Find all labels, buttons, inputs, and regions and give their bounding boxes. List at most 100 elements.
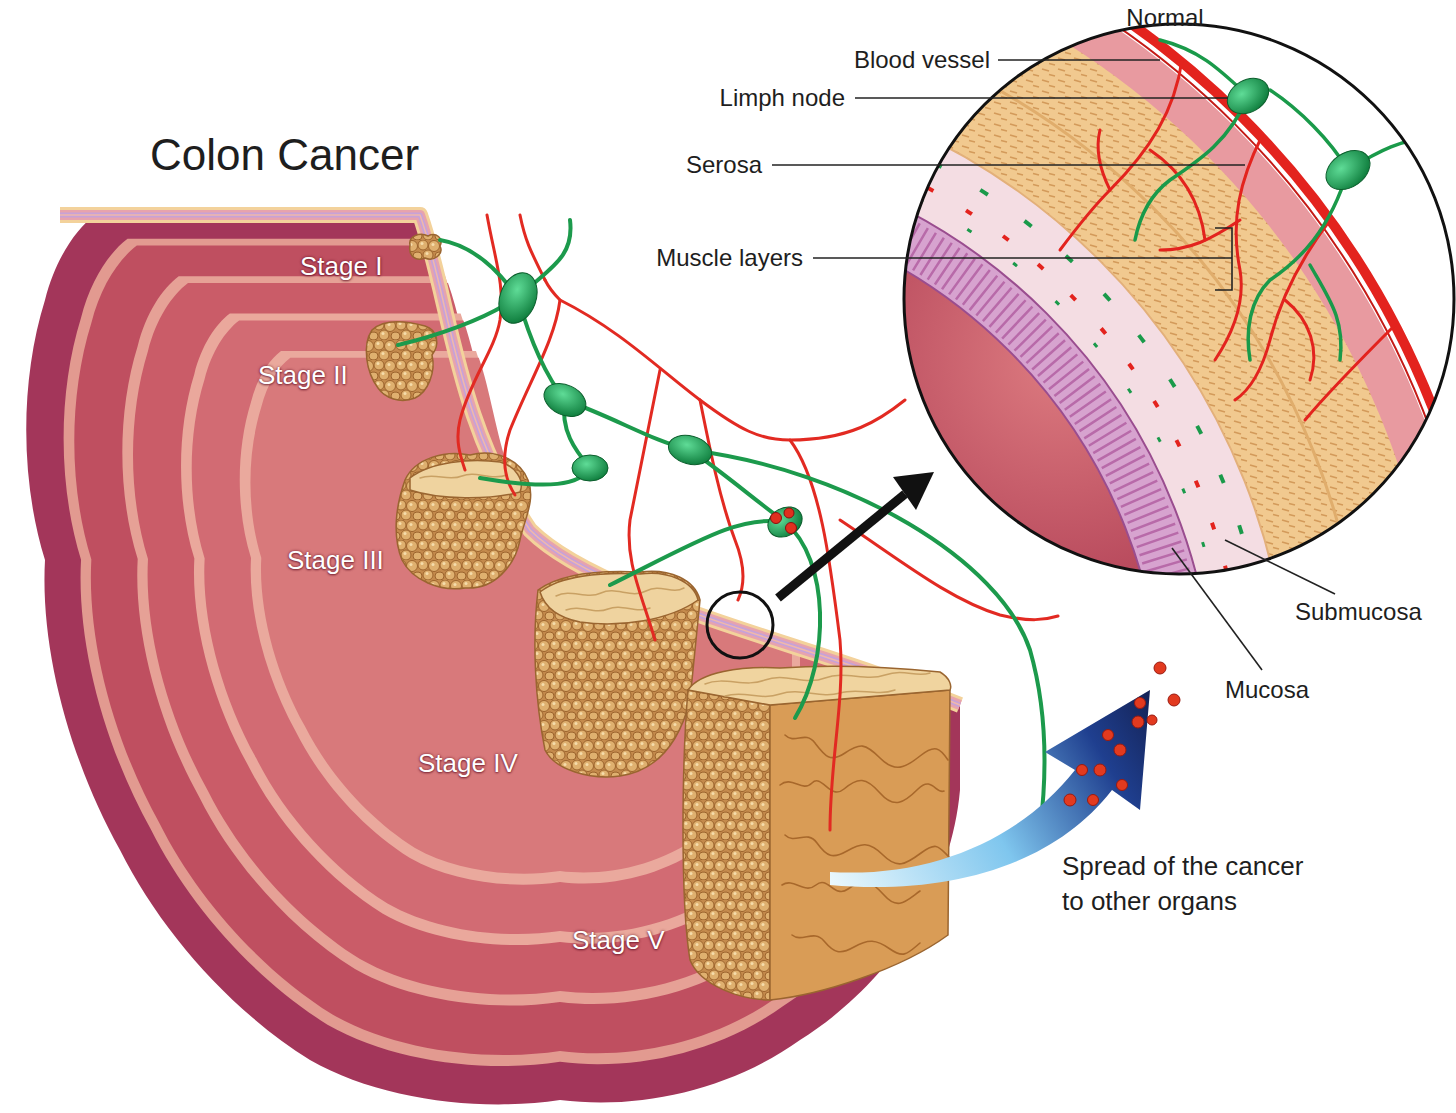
callout-label: Mucosa bbox=[1225, 676, 1309, 704]
cancer-cell bbox=[1168, 694, 1180, 706]
wall-section-zoom bbox=[0, 70, 1290, 1113]
leader-line bbox=[1172, 548, 1262, 670]
wall-section-zoom bbox=[10, 90, 1270, 1113]
magnifier-pointer bbox=[893, 472, 934, 510]
lymph-node bbox=[762, 501, 807, 543]
leader-line bbox=[1225, 540, 1335, 594]
blood-vessel bbox=[700, 400, 743, 600]
leader-line bbox=[1215, 228, 1232, 290]
wall-section-zoom bbox=[1221, 71, 1275, 121]
callout-label: Limph node bbox=[720, 84, 845, 112]
leader-line bbox=[772, 60, 1335, 670]
callout-label: Blood vessel bbox=[854, 46, 990, 74]
leader-line bbox=[998, 59, 1160, 61]
cancer-cell bbox=[1114, 744, 1126, 756]
magnifier-pointer bbox=[707, 592, 773, 658]
wall-section-zoom bbox=[1319, 142, 1378, 197]
cancer-cell bbox=[1094, 764, 1106, 776]
label-holder: Stage II bbox=[258, 360, 348, 391]
wall-section-zoom bbox=[1160, 220, 1240, 250]
label-holder: Normal bbox=[1126, 4, 1203, 32]
cancer-cell bbox=[784, 508, 794, 518]
wall-section-zoom bbox=[1135, 96, 1248, 240]
wall-section-zoom bbox=[92, 172, 1188, 1113]
wall-section-zoom bbox=[1150, 150, 1205, 240]
diagram-title: Colon Cancer bbox=[150, 130, 419, 180]
wall-section-zoom bbox=[1098, 130, 1110, 190]
tumour bbox=[683, 690, 770, 1000]
tumour-texture bbox=[556, 588, 684, 596]
colon-wall-layers bbox=[60, 215, 960, 705]
tumour bbox=[410, 234, 441, 259]
tumour bbox=[688, 666, 951, 705]
label-holder: Blood vessel bbox=[854, 46, 990, 74]
cancer-cell bbox=[1064, 794, 1076, 806]
leader-line bbox=[772, 164, 1245, 166]
blood-vessel bbox=[520, 215, 545, 280]
label-holder: Muscle layers bbox=[656, 244, 803, 272]
cancer-cell bbox=[771, 513, 782, 524]
blood-vessel bbox=[629, 370, 660, 640]
wall-section-zoom bbox=[118, 198, 1162, 1113]
cancer-cell bbox=[1077, 765, 1088, 776]
wall-section-zoom bbox=[0, 0, 1365, 1113]
lymph-vessel bbox=[785, 522, 820, 718]
cancer-cell bbox=[1117, 780, 1128, 791]
stage-label: Stage III bbox=[287, 545, 384, 576]
callout-label: Submucosa bbox=[1295, 598, 1422, 626]
tumour bbox=[535, 571, 700, 777]
cancer-cell bbox=[1088, 795, 1099, 806]
wall-section-zoom bbox=[1305, 325, 1395, 420]
colon-wall-layers bbox=[60, 215, 960, 705]
colon-body bbox=[26, 215, 960, 1104]
label-holder: Stage I bbox=[300, 251, 382, 282]
blood-vessel bbox=[840, 520, 1058, 620]
lymph-node bbox=[492, 267, 544, 328]
tumour-texture bbox=[780, 780, 944, 802]
wall-section-zoom bbox=[1060, 60, 1395, 420]
tumour-texture bbox=[785, 835, 949, 864]
cancer-cell bbox=[1103, 730, 1114, 741]
wall-section-zoom bbox=[65, 145, 1215, 1113]
lymph-node bbox=[665, 431, 715, 469]
cancer-cell bbox=[1132, 716, 1144, 728]
cancer-cell bbox=[1135, 698, 1146, 709]
tumour bbox=[770, 690, 950, 1000]
label-holder: Limph node bbox=[720, 84, 845, 112]
leader-line bbox=[855, 97, 1228, 99]
label-holder: Stage III bbox=[287, 545, 384, 576]
tumour-texture bbox=[725, 690, 895, 696]
lymph-vessel bbox=[610, 521, 785, 585]
colon-wall-layers bbox=[60, 215, 960, 705]
zoom-heading: Normal bbox=[1126, 4, 1203, 32]
stage-label: Stage V bbox=[572, 925, 665, 956]
cancer-cell bbox=[1147, 715, 1157, 725]
cancer-cell bbox=[786, 523, 797, 534]
tumour-texture bbox=[420, 474, 507, 478]
blood-vessel bbox=[790, 440, 841, 830]
cancer-cell bbox=[1154, 662, 1166, 674]
stage-label: Stage I bbox=[300, 251, 382, 282]
wall-section-zoom bbox=[1060, 60, 1182, 250]
note-label: Spread of the cancer to other organs bbox=[1062, 849, 1324, 919]
lymph-node bbox=[539, 377, 592, 423]
callout-label: Serosa bbox=[686, 151, 762, 179]
wall-section-zoom bbox=[50, 130, 1230, 1113]
wall-section-zoom bbox=[1135, 40, 1440, 360]
cancer-cell bbox=[1064, 662, 1180, 806]
tumour-texture bbox=[792, 935, 920, 954]
label-holder: Spread of the cancer to other organs bbox=[1062, 849, 1324, 919]
lymph-node bbox=[572, 455, 608, 481]
cancer-cell bbox=[771, 508, 1053, 843]
colon-wall-layers bbox=[60, 215, 960, 705]
tumour-texture bbox=[705, 672, 930, 684]
wall-section-zoom bbox=[1215, 136, 1262, 360]
magnifier-pointer bbox=[707, 472, 934, 658]
zoom-outline bbox=[904, 24, 1454, 574]
